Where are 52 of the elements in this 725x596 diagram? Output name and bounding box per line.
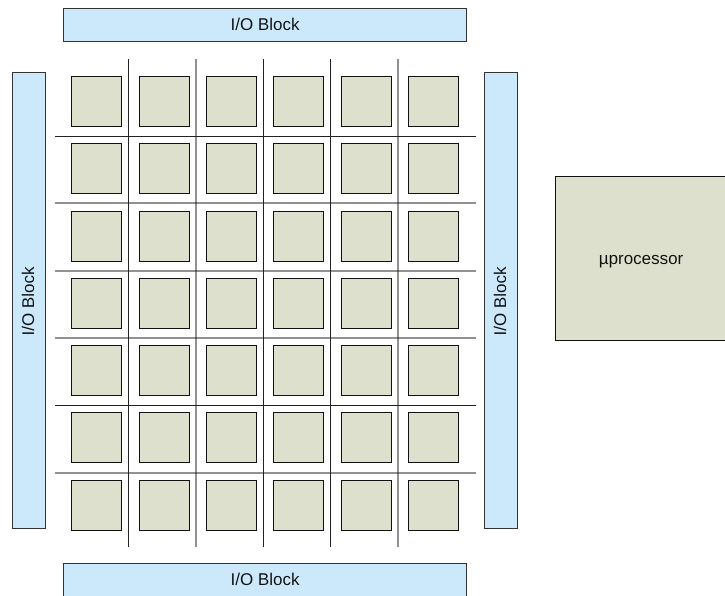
logic-block [71,278,122,329]
logic-block [273,345,324,396]
logic-block [71,76,122,126]
logic-block [408,76,459,126]
logic-block [206,143,257,194]
logic-block [206,345,257,396]
logic-block [206,480,257,530]
io-block [484,72,518,529]
logic-block [273,210,324,262]
block-label: I/O Block [19,266,39,335]
block-label: I/O Block [230,15,300,35]
block-label: I/O Block [491,266,511,335]
logic-block [273,480,324,530]
logic-block [273,412,324,463]
logic-block [273,143,324,194]
logic-block [138,278,190,329]
processor-block [555,176,725,341]
logic-block [71,143,122,194]
block-label: I/O Block [230,570,300,590]
logic-block [138,480,190,530]
logic-block [340,278,392,329]
logic-block [340,143,392,194]
logic-block [408,210,459,262]
logic-block [273,76,324,126]
logic-block [71,480,122,530]
logic-block [138,76,190,126]
logic-block [206,278,257,329]
logic-block [273,278,324,329]
logic-block [71,345,122,396]
logic-block [408,345,459,396]
io-block [12,72,46,529]
logic-block [340,345,392,396]
logic-block [138,210,190,262]
logic-block [408,143,459,194]
logic-block [340,412,392,463]
logic-block [408,278,459,329]
logic-block [138,143,190,194]
logic-block [71,210,122,262]
logic-block [206,412,257,463]
logic-block [206,210,257,262]
logic-block [408,480,459,530]
io-block [63,8,467,42]
io-block [63,563,467,596]
logic-block [71,412,122,463]
logic-block [340,76,392,126]
logic-block [340,480,392,530]
processor-label: µprocessor [598,248,684,268]
logic-block [206,76,257,126]
logic-block [138,412,190,463]
logic-block [340,210,392,262]
logic-block [138,345,190,396]
logic-block [408,412,459,463]
